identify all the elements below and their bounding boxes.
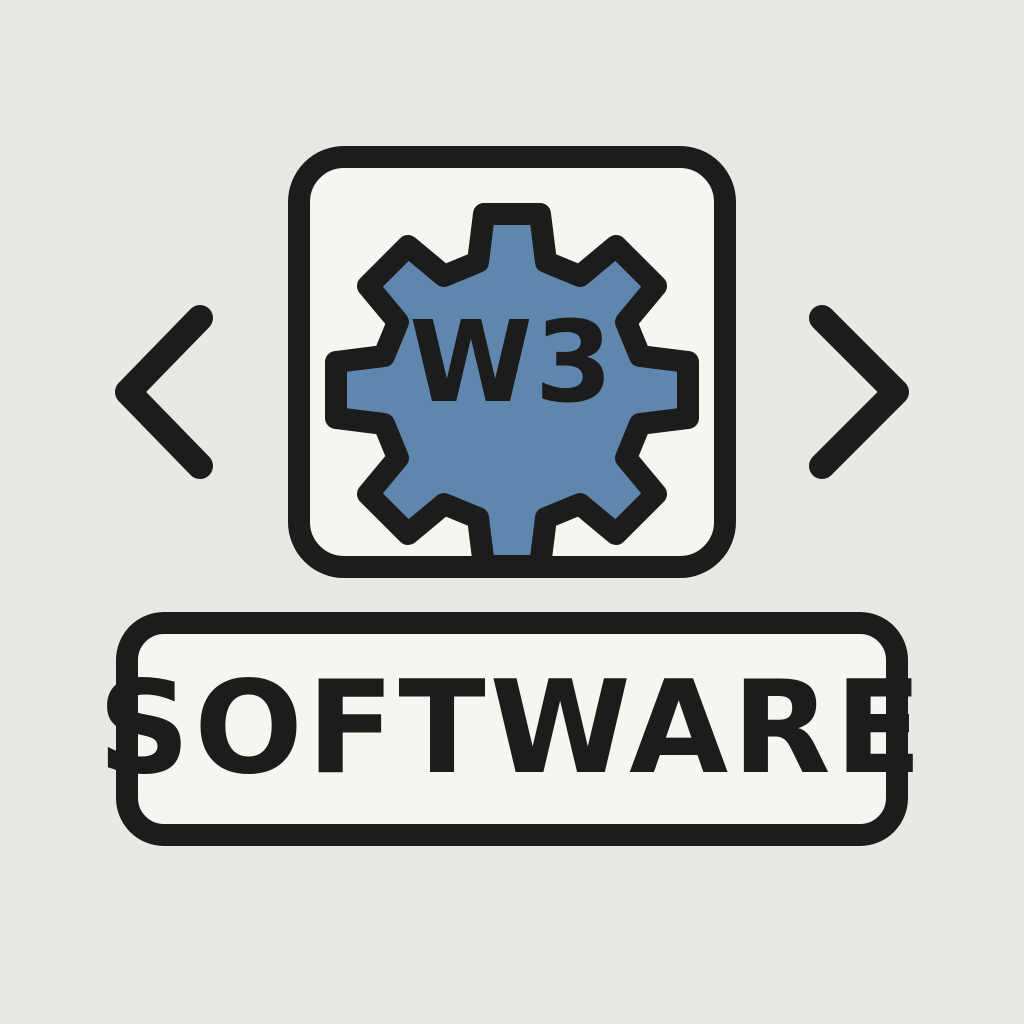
wordmark-box: SOFTWARE [98, 612, 922, 846]
chevron-right-icon [809, 305, 909, 479]
wordmark-text: SOFTWARE [97, 654, 927, 803]
chevron-left-icon [115, 305, 213, 479]
logo-mark-text: W3 [409, 298, 615, 428]
